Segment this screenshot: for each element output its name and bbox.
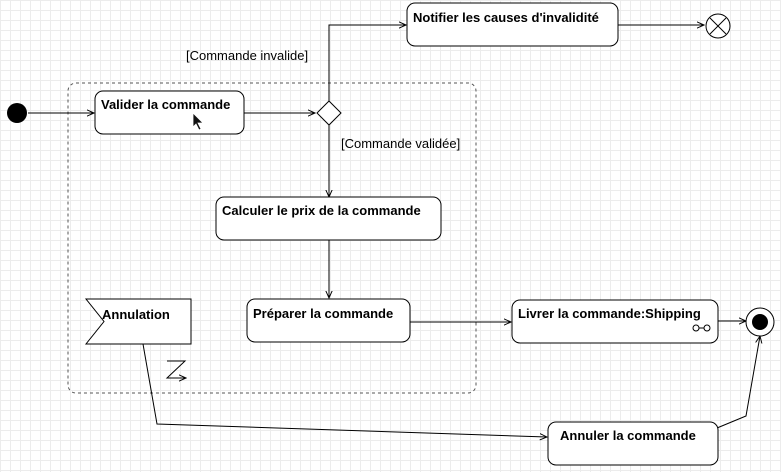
- edge-decision-to-notifier[interactable]: [328, 25, 406, 101]
- action-livrer-label: Livrer la commande:Shipping: [518, 306, 701, 321]
- accept-event-annulation-label: Annulation: [102, 307, 170, 322]
- initial-node[interactable]: [7, 103, 27, 123]
- action-valider[interactable]: Valider la commande: [94, 90, 245, 135]
- action-calculer-label: Calculer le prix de la commande: [222, 203, 421, 218]
- decision-node[interactable]: [316, 100, 342, 126]
- guard-invalide: [Commande invalide]: [186, 48, 308, 63]
- interruptible-region[interactable]: [67, 82, 477, 394]
- flow-final-node[interactable]: [705, 13, 731, 39]
- accept-event-annulation[interactable]: Annulation: [84, 298, 192, 345]
- action-annuler[interactable]: Annuler la commande: [547, 421, 719, 466]
- call-behavior-rake-icon: [692, 324, 711, 332]
- action-valider-label: Valider la commande: [101, 97, 230, 112]
- mouse-cursor-icon: [192, 112, 204, 131]
- action-notifier-label: Notifier les causes d'invalidité: [413, 10, 599, 25]
- edge-annuler-to-final[interactable]: [716, 336, 760, 429]
- action-calculer[interactable]: Calculer le prix de la commande: [215, 196, 442, 241]
- activity-final-node[interactable]: [745, 307, 775, 337]
- action-preparer[interactable]: Préparer la commande: [246, 298, 411, 343]
- action-notifier[interactable]: Notifier les causes d'invalidité: [406, 2, 619, 47]
- interrupt-lightning-icon: [165, 360, 186, 378]
- action-preparer-label: Préparer la commande: [253, 306, 393, 321]
- action-annuler-label: Annuler la commande: [560, 428, 696, 443]
- action-livrer[interactable]: Livrer la commande:Shipping: [511, 299, 719, 344]
- edge-annulation-to-annuler[interactable]: [142, 343, 547, 437]
- guard-validee: [Commande validée]: [341, 136, 460, 151]
